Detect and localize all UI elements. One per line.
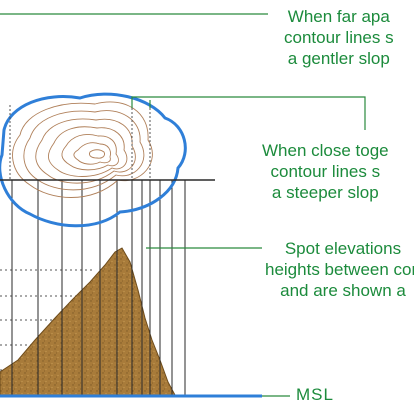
spot-elevations-callout: Spot elevations heights between con and … [265,238,414,301]
msl-label: MSL [296,385,334,404]
contour-map [12,101,153,198]
callout-line: a steeper slop [271,183,379,202]
close-together-leader [131,96,366,130]
terrain-profile [0,247,176,396]
callout-line: contour lines s [284,28,394,47]
shoreline-contour [0,92,187,228]
callout-line: contour lines s [270,162,381,181]
callout-line: a gentler slop [287,49,390,68]
bracket-dashes [9,105,151,180]
far-apart-callout: When far apa contour lines s a gentler s… [284,6,394,69]
callout-line: heights between con [265,260,414,279]
callout-line: When far apa [287,7,390,26]
callout-line: Spot elevations [284,239,402,258]
callout-line: and are shown a [280,281,406,300]
callout-line: When close toge [262,141,389,160]
projection-lines [11,180,186,395]
close-together-callout: When close toge contour lines s a steepe… [262,140,389,203]
